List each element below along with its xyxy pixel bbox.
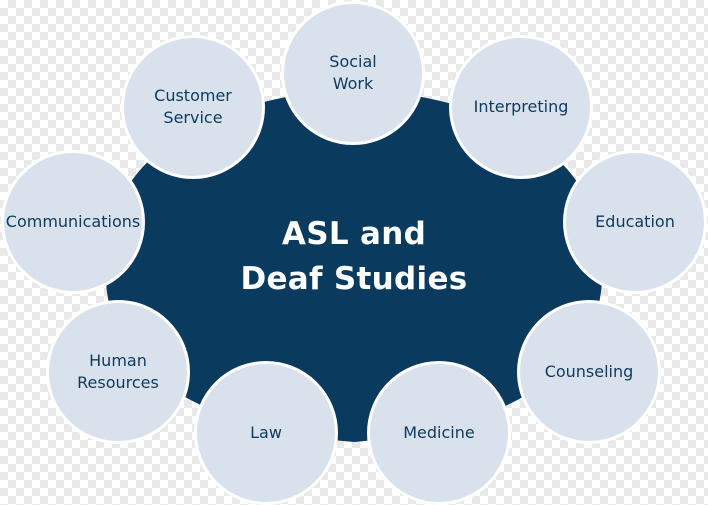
node-communications-label: Communications: [5, 212, 141, 231]
node-customer-service: Customer Service: [121, 35, 265, 179]
node-medicine: Medicine: [367, 361, 511, 505]
node-interpreting-label: Interpreting: [473, 97, 569, 116]
node-law: Law: [194, 361, 338, 505]
center-hub-shape: [105, 91, 603, 443]
node-education: Education: [563, 150, 707, 294]
center-title: ASL and Deaf Studies: [204, 212, 504, 302]
node-counseling-label: Counseling: [544, 362, 634, 381]
node-education-label: Education: [595, 212, 675, 231]
node-law-label: Law: [250, 423, 282, 442]
node-interpreting: Interpreting: [449, 35, 593, 179]
node-human-resources-label: Human Resources: [77, 351, 159, 392]
node-social-work-label: Social Work: [329, 52, 377, 93]
node-customer-service-label: Customer Service: [154, 86, 232, 127]
center-title-line-2: Deaf Studies: [240, 261, 468, 297]
center-title-line-1: ASL and: [281, 216, 427, 252]
node-social-work: Social Work: [281, 1, 425, 145]
node-human-resources: Human Resources: [46, 300, 190, 444]
node-medicine-label: Medicine: [403, 423, 475, 442]
node-communications: Communications: [1, 150, 145, 294]
node-counseling: Counseling: [517, 300, 661, 444]
